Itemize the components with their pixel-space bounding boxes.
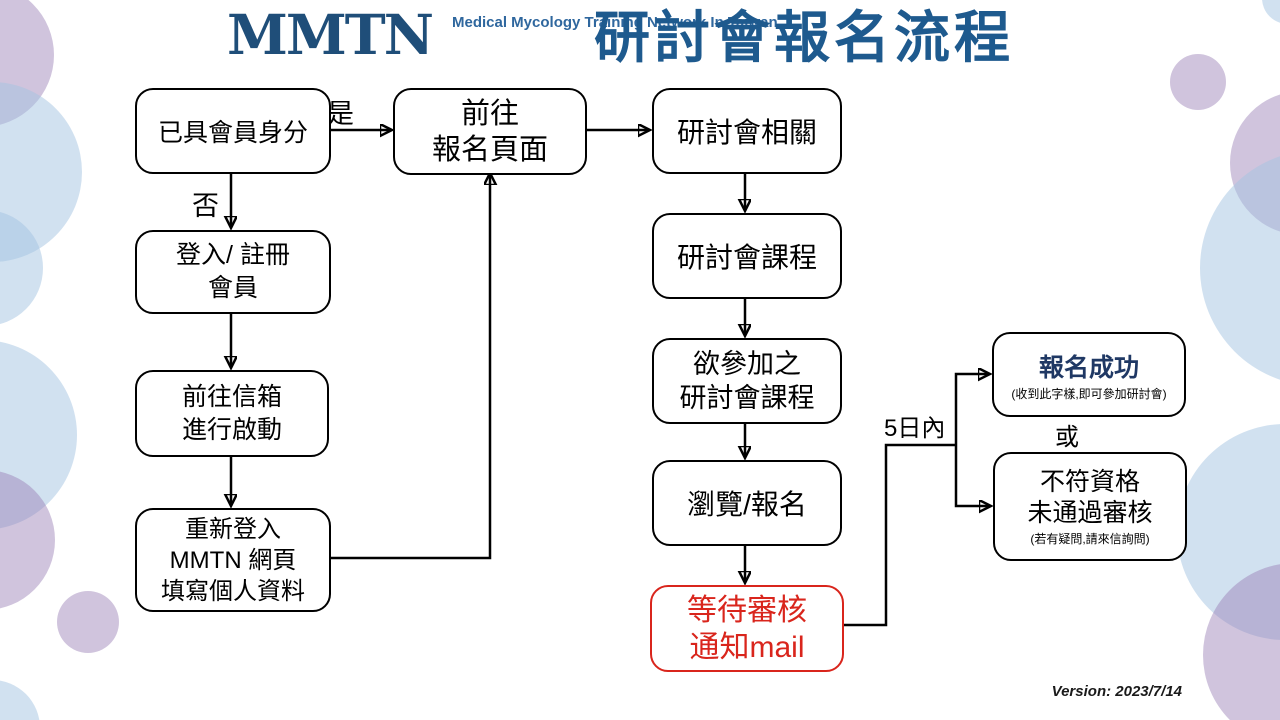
version-label: Version: 2023/7/14 (1051, 683, 1182, 700)
decorative-circle-purple (57, 591, 119, 653)
node-desired-seminar-course: 欲參加之 研討會課程 (652, 338, 842, 424)
node-note: (收到此字樣,即可參加研討會) (1011, 386, 1167, 401)
node-seminar-related: 研討會相關 (652, 88, 842, 174)
node-text: 進行啟動 (181, 415, 282, 444)
node-text: 重新登入 (185, 515, 281, 543)
node-has-member-status: 已具會員身分 (135, 88, 331, 174)
edge-junction-to-success (954, 374, 989, 445)
node-text: 填寫個人資料 (161, 577, 305, 605)
node-text: MMTN 網頁 (169, 546, 297, 574)
node-text: 瀏覽/報名 (687, 489, 807, 520)
mmtn-logo: MMTN (227, 2, 434, 67)
edge-wait-to-junction (840, 443, 956, 627)
node-title: 報名成功 (1038, 353, 1139, 382)
node-text: 報名頁面 (431, 133, 548, 166)
node-text: 已具會員身分 (157, 119, 308, 147)
node-text: 通知mail (689, 630, 805, 664)
edge-label-no: 否 (192, 191, 219, 221)
node-wait-review-mail: 等待審核 通知mail (650, 585, 844, 672)
node-note: (若有疑問,請來信詢問) (1030, 531, 1150, 546)
tagline-line: Training Network (584, 14, 707, 31)
node-text: 等待審核 (687, 593, 807, 627)
node-browse-register: 瀏覽/報名 (652, 460, 842, 546)
tagline-line: Medical Mycology (452, 14, 581, 31)
node-login-or-register: 登入/ 註冊 會員 (135, 230, 331, 314)
node-goto-registration-page: 前往 報名頁面 (393, 88, 587, 175)
edge-relogin-to-register-page (327, 174, 490, 560)
node-relogin-fill-profile: 重新登入 MMTN 網頁 填寫個人資料 (135, 508, 331, 612)
node-registration-success: 報名成功 (收到此字樣,即可參加研討會) (992, 332, 1186, 417)
edge-label-or: 或 (1055, 424, 1079, 451)
node-text: 不符資格 (1039, 467, 1140, 496)
edge-label-yes: 是 (327, 99, 354, 129)
node-not-qualified: 不符資格 未通過審核 (若有疑問,請來信詢問) (993, 452, 1187, 561)
node-seminar-courses: 研討會課程 (652, 213, 842, 299)
node-text: 登入/ 註冊 (176, 241, 290, 269)
edge-label-within-5-days: 5日內 (884, 415, 946, 442)
tagline-line: In Taiwan (710, 14, 778, 31)
node-text: 研討會課程 (676, 242, 817, 273)
node-mailbox-activation: 前往信箱 進行啟動 (135, 370, 329, 457)
mmtn-logo-tagline: Medical Mycology Training Network In Tai… (452, 15, 778, 31)
node-text: 未通過審核 (1027, 498, 1153, 527)
page-title: 研討會報名流程 (594, 6, 1014, 69)
node-text: 欲參加之 (693, 349, 801, 379)
decorative-circle-purple (1170, 54, 1226, 110)
node-text: 前往 (460, 97, 519, 130)
node-text: 研討會相關 (676, 117, 817, 148)
node-text: 前往信箱 (181, 382, 282, 411)
edge-junction-to-fail (954, 445, 990, 506)
node-text: 會員 (207, 274, 258, 302)
node-text: 研討會課程 (679, 383, 815, 413)
